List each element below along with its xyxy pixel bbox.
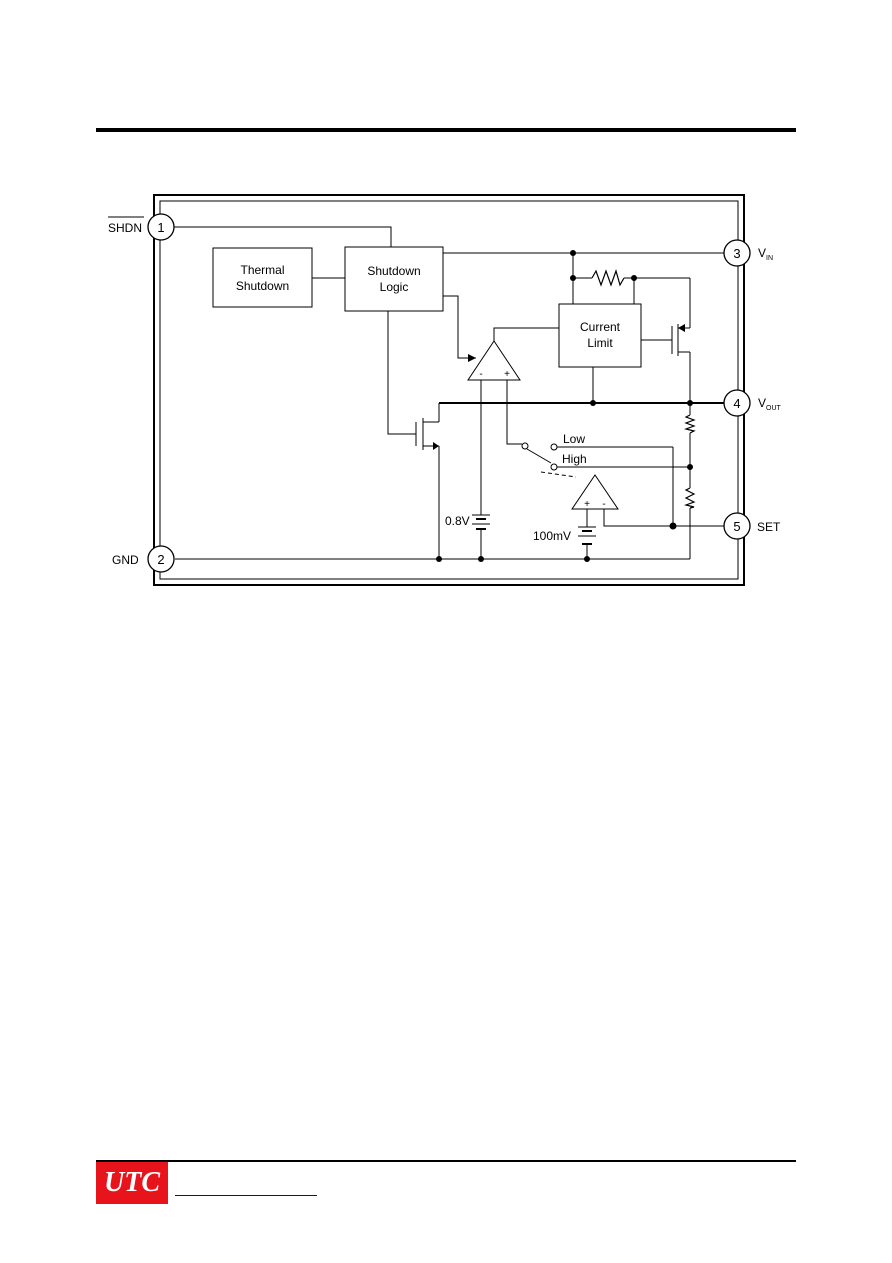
pin-1-circle bbox=[147, 213, 175, 241]
error-amplifier bbox=[467, 340, 521, 381]
pin-3-circle bbox=[723, 239, 751, 267]
pin-4-number: 4 bbox=[733, 396, 740, 411]
switch-low-label: Low bbox=[563, 432, 585, 446]
shutdown-logic-block bbox=[344, 246, 444, 312]
pin-2-circle bbox=[147, 545, 175, 573]
shutdown-logic-label-line2: Logic bbox=[380, 280, 409, 294]
pin-5-number: 5 bbox=[733, 519, 740, 534]
header-rule bbox=[96, 128, 796, 132]
set-comp-minus: - bbox=[602, 499, 605, 510]
current-limit-label: Current bbox=[580, 320, 621, 334]
pin-5-circle bbox=[723, 512, 751, 540]
pin-5-label: SET bbox=[757, 520, 781, 534]
thermal-shutdown-label-line2: Shutdown bbox=[236, 279, 289, 293]
divider-resistor-top bbox=[683, 414, 696, 434]
switch-low-contact bbox=[550, 443, 558, 451]
sense-resistor bbox=[591, 269, 625, 287]
battery-0v8 bbox=[472, 514, 490, 530]
switch-common bbox=[521, 442, 529, 450]
pin-3-label: VIN bbox=[758, 246, 773, 262]
set-comparator bbox=[571, 474, 619, 510]
footer-link[interactable] bbox=[175, 1195, 317, 1196]
pmos-arrow bbox=[678, 324, 685, 332]
error-amp-plus: + bbox=[504, 369, 510, 380]
logic-arrow bbox=[468, 354, 476, 362]
pin-1-label: SHDN bbox=[108, 221, 142, 235]
error-amp-minus: - bbox=[479, 369, 482, 380]
switch-high-contact bbox=[550, 463, 558, 471]
set-comp-plus: + bbox=[584, 499, 590, 510]
pin-2-label: GND bbox=[112, 553, 139, 567]
chip-outline bbox=[153, 194, 745, 586]
battery-100mv bbox=[578, 526, 596, 545]
utc-logo: UTC bbox=[96, 1162, 168, 1204]
pin-4-circle bbox=[723, 389, 751, 417]
current-limit-label-line2: Limit bbox=[587, 336, 613, 350]
thermal-shutdown-label: Thermal bbox=[240, 263, 284, 277]
junctions bbox=[436, 250, 693, 562]
switch-high-label: High bbox=[562, 452, 587, 466]
divider-resistor-bottom bbox=[683, 487, 696, 509]
pin-4-label: VOUT bbox=[758, 396, 782, 412]
ref-100mv-label: 100mV bbox=[533, 529, 571, 543]
shutdown-logic-label: Shutdown bbox=[367, 264, 420, 278]
nmos-arrow bbox=[433, 442, 439, 450]
current-limit-block bbox=[558, 303, 642, 368]
ref-0v8-label: 0.8V bbox=[445, 514, 470, 528]
pin-2-number: 2 bbox=[157, 552, 164, 567]
switch-link bbox=[540, 471, 577, 478]
pin-1-number: 1 bbox=[157, 220, 164, 235]
thermal-shutdown-block bbox=[212, 247, 313, 308]
pin-3-number: 3 bbox=[733, 246, 740, 261]
footer-rule bbox=[96, 1160, 796, 1162]
